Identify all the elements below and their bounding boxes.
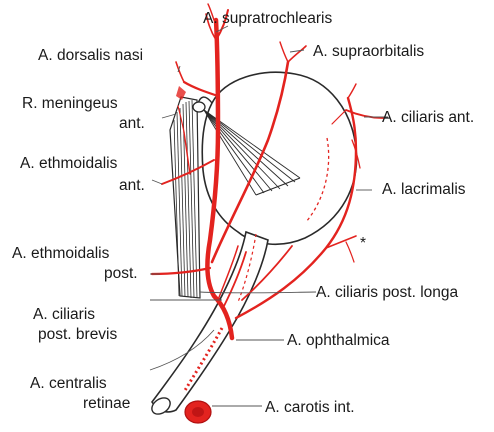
label-meningeus-line1: R. meningeus bbox=[22, 95, 118, 112]
label-ciliaris-post-brevis-line2: post. brevis bbox=[38, 326, 118, 343]
eyeball bbox=[198, 72, 357, 244]
label-supraorbitalis: A. supraorbitalis bbox=[313, 43, 424, 60]
label-lacrimalis: A. lacrimalis bbox=[382, 181, 466, 198]
label-ciliaris-ant: A. ciliaris ant. bbox=[382, 109, 474, 126]
label-supratrochlearis: A. supratrochlearis bbox=[203, 10, 332, 27]
label-ethmoidalis-post-line2: post. bbox=[104, 265, 138, 282]
label-ophthalmica: A. ophthalmica bbox=[287, 332, 390, 349]
label-asterisk: * bbox=[360, 235, 366, 252]
label-carotis-int: A. carotis int. bbox=[265, 399, 355, 416]
label-ethmoidalis-ant-line1: A. ethmoidalis bbox=[20, 155, 118, 172]
label-centralis-retinae-line1: A. centralis bbox=[30, 375, 107, 392]
label-ethmoidalis-ant-line2: ant. bbox=[119, 177, 145, 194]
superior-oblique-muscle bbox=[170, 86, 205, 298]
label-centralis-retinae-line2: retinae bbox=[83, 395, 130, 412]
label-ciliaris-post-longa: A. ciliaris post. longa bbox=[316, 284, 459, 301]
label-ethmoidalis-post-line1: A. ethmoidalis bbox=[12, 245, 110, 262]
label-ciliaris-post-brevis-line1: A. ciliaris bbox=[33, 306, 95, 323]
label-meningeus-line2: ant. bbox=[119, 115, 145, 132]
label-dorsalis-nasi: A. dorsalis nasi bbox=[38, 47, 143, 64]
